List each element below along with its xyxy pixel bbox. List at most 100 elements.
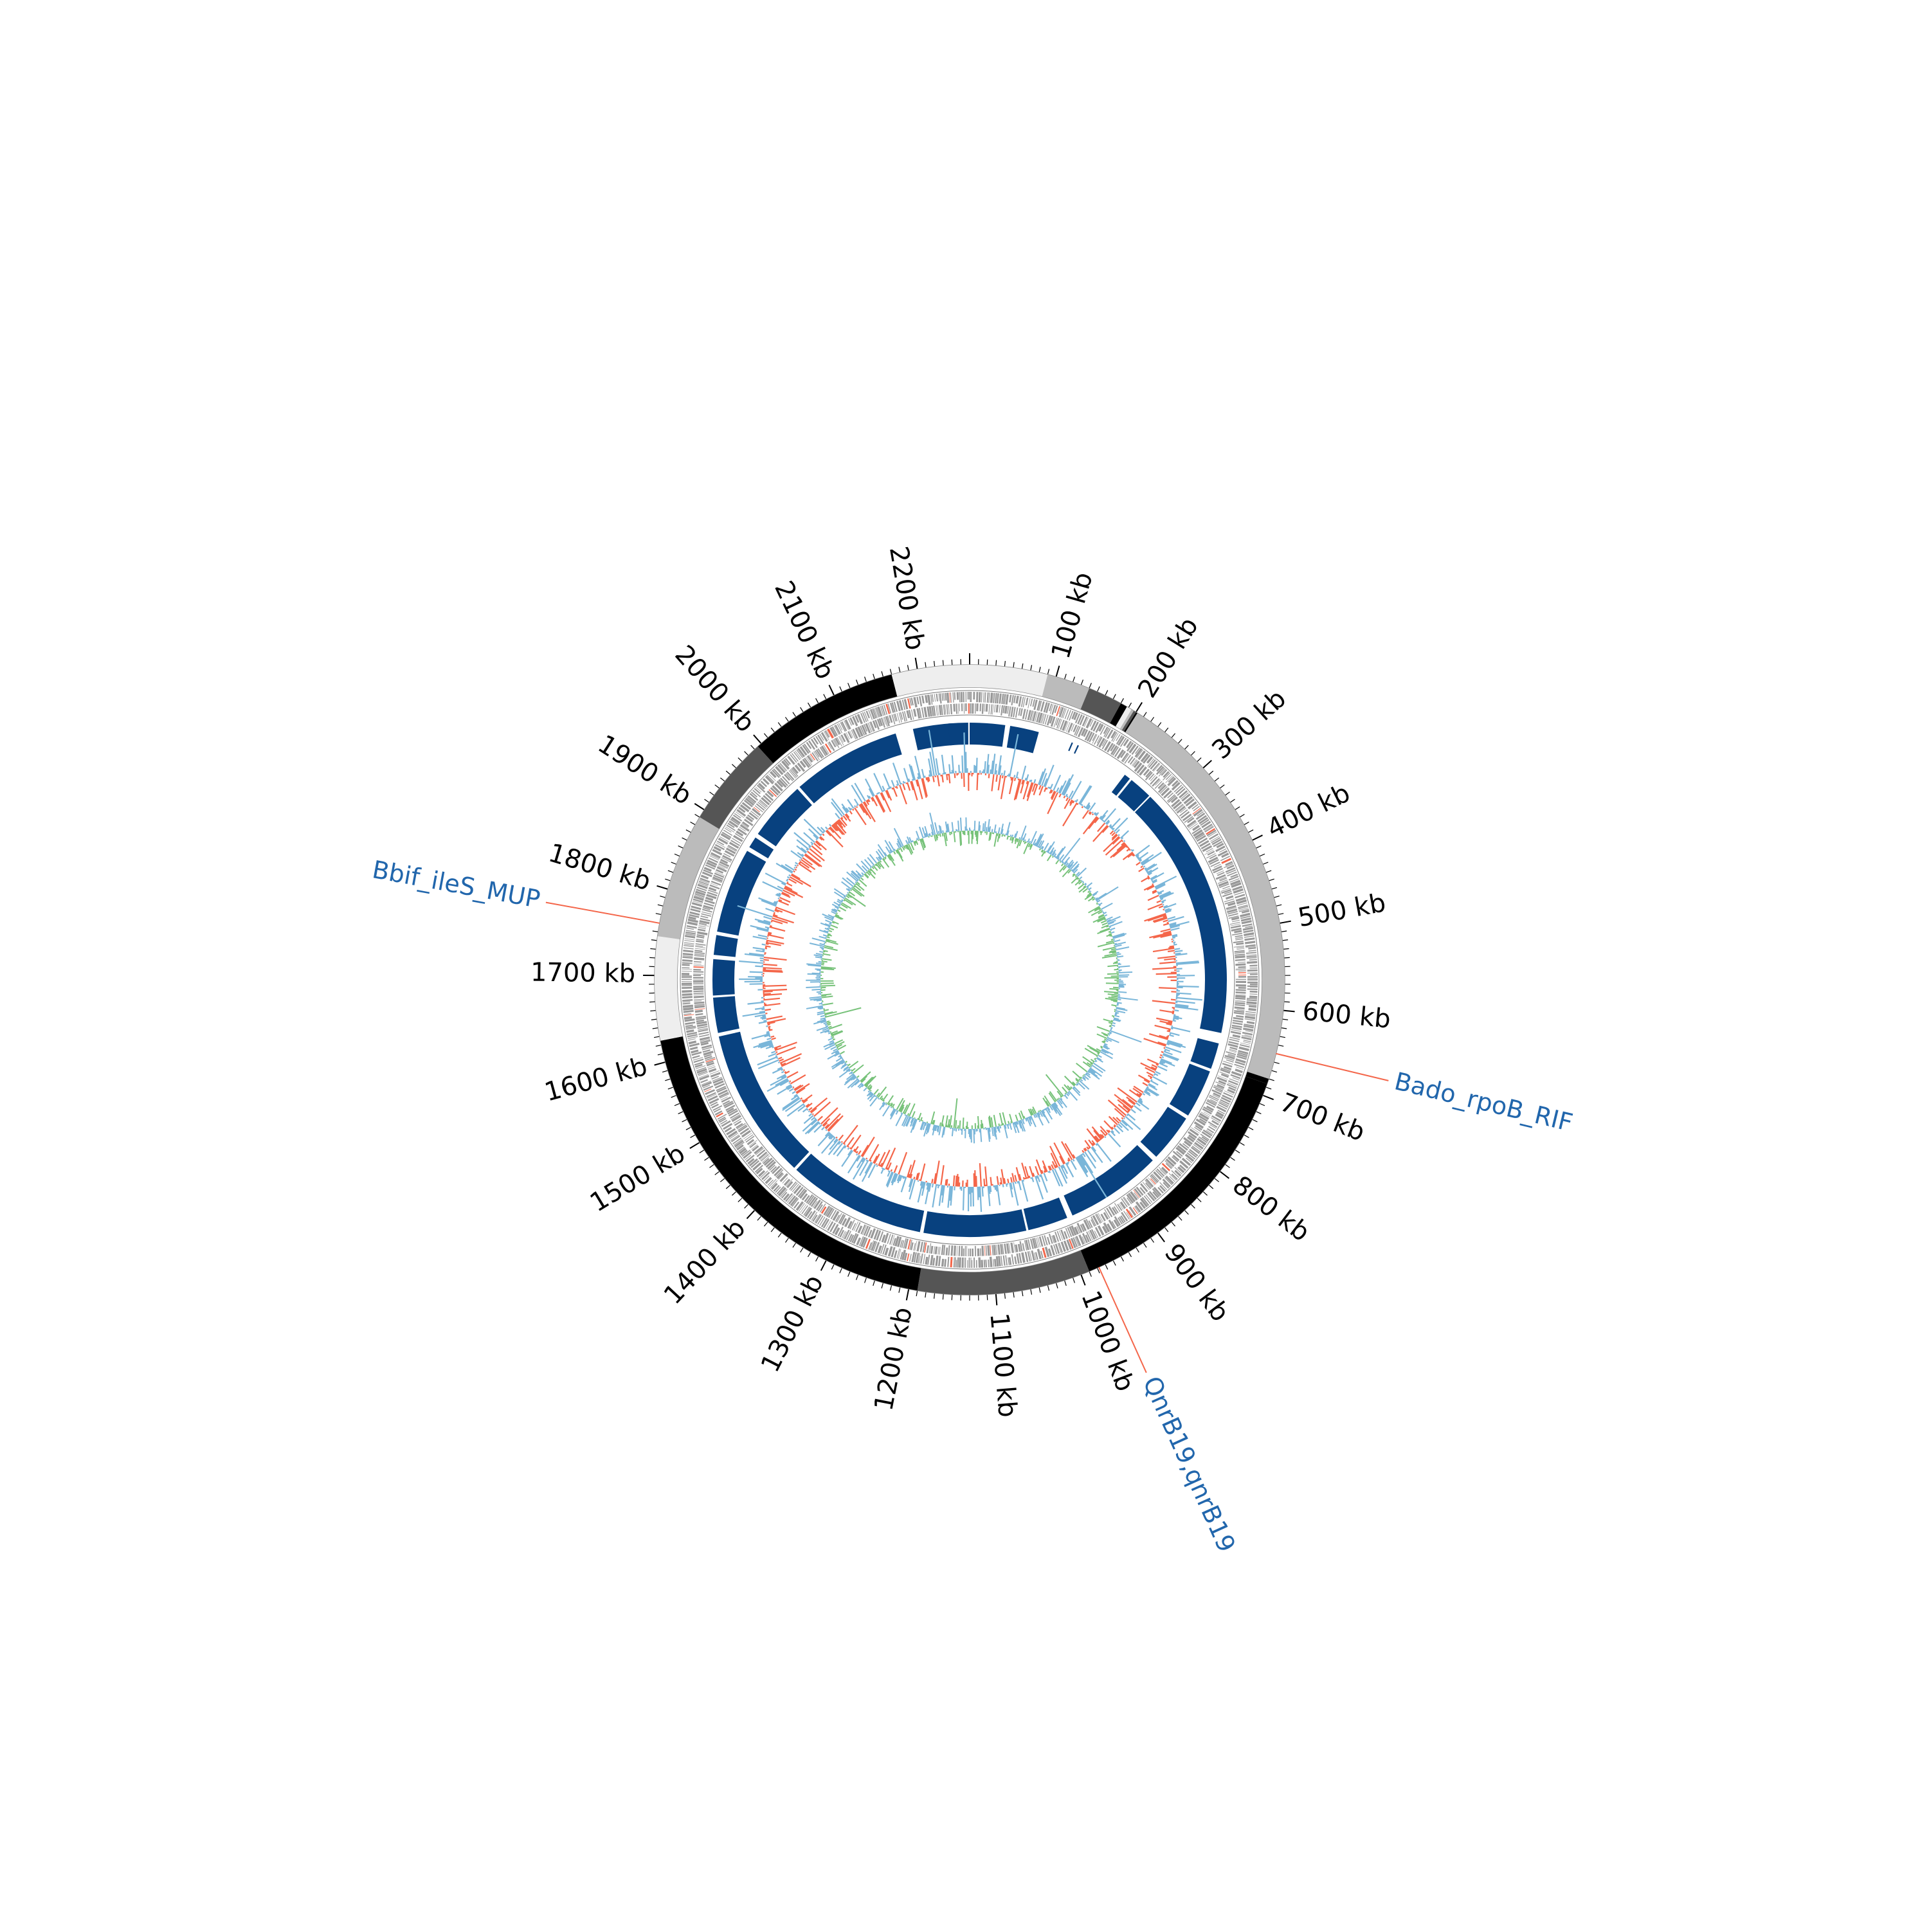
gc-content-bar xyxy=(1150,1081,1158,1085)
gc-skew-bar xyxy=(997,833,998,836)
gc-skew-bar xyxy=(872,867,874,869)
minor-tick xyxy=(651,940,657,941)
gc-content-bar xyxy=(996,770,997,774)
gc-content-bar xyxy=(988,764,989,773)
cds-feature xyxy=(682,1002,690,1004)
gc-content-bar xyxy=(1166,1036,1168,1037)
cds-feature xyxy=(930,1246,934,1254)
minor-tick xyxy=(649,957,655,958)
cds-feature xyxy=(990,692,993,703)
gc-content-bar xyxy=(996,775,997,782)
gc-content-bar xyxy=(808,1123,819,1133)
gc-skew-bar xyxy=(1085,1074,1086,1075)
gc-content-bar xyxy=(1062,1141,1072,1159)
gc-skew-bar xyxy=(1096,893,1107,900)
gc-content-bar xyxy=(976,1176,977,1187)
gc-content-bar xyxy=(809,1108,812,1110)
gc-content-bar xyxy=(821,834,822,835)
gc-content-bar xyxy=(759,898,777,905)
gc-skew-bar xyxy=(927,1122,928,1123)
gc-content-bar xyxy=(829,824,831,826)
gc-content-bar xyxy=(777,1086,792,1094)
gc-skew-bar xyxy=(1104,1039,1106,1040)
gc-content-bar xyxy=(808,1111,810,1112)
gc-skew-bar xyxy=(878,849,884,858)
minor-tick xyxy=(700,1150,705,1153)
gc-skew-bar xyxy=(852,1069,856,1071)
cds-feature xyxy=(988,704,990,714)
cds-feature xyxy=(682,977,692,978)
minor-tick xyxy=(816,698,819,703)
gc-content-bar xyxy=(883,773,890,789)
blast-hit xyxy=(970,723,1005,747)
gc-content-bar xyxy=(768,1028,770,1029)
cds-feature xyxy=(1235,1002,1245,1005)
minor-tick xyxy=(1230,799,1235,802)
gc-skew-bar xyxy=(864,1088,867,1091)
gc-skew-bar xyxy=(833,916,834,917)
gc-skew-bar xyxy=(828,1038,833,1040)
cds-feature xyxy=(698,928,705,932)
cds-feature xyxy=(981,1245,984,1256)
minor-tick xyxy=(1039,667,1040,673)
major-tick xyxy=(821,1260,826,1270)
cds-feature xyxy=(1235,991,1245,994)
gc-content-bar xyxy=(922,769,924,778)
cds-feature xyxy=(972,1249,974,1256)
cds-feature xyxy=(684,947,694,949)
blast-hit xyxy=(1007,726,1039,753)
minor-tick xyxy=(1164,728,1168,732)
minor-tick xyxy=(695,815,700,818)
cds-feature xyxy=(1236,989,1246,991)
minor-tick xyxy=(848,1271,850,1276)
gc-content-bar xyxy=(1172,1013,1174,1014)
minor-tick xyxy=(658,905,664,906)
cds-feature xyxy=(1022,1243,1025,1251)
gc-content-bar xyxy=(748,1002,764,1004)
cds-feature xyxy=(1174,1170,1181,1177)
cds-feature xyxy=(959,1246,961,1256)
gc-skew-bar xyxy=(994,1115,996,1126)
cds-feature xyxy=(682,975,692,977)
gc-content-bar xyxy=(1015,1175,1016,1182)
cds-feature xyxy=(986,1245,987,1256)
gc-content-bar xyxy=(856,1154,857,1155)
cds-feature xyxy=(1236,968,1246,970)
gc-content-bar xyxy=(759,1011,765,1012)
gc-content-bar xyxy=(1096,1144,1097,1145)
gc-content-bar xyxy=(1139,868,1144,871)
minor-tick xyxy=(808,1252,811,1257)
minor-tick xyxy=(1274,1062,1280,1063)
minor-tick xyxy=(1252,1119,1257,1122)
gc-skew-bar xyxy=(1010,836,1011,840)
minor-tick xyxy=(691,822,696,825)
cds-feature xyxy=(765,1177,772,1184)
cds-feature xyxy=(682,993,693,996)
gc-skew-bar xyxy=(1065,1076,1074,1086)
cds-feature xyxy=(686,1029,694,1033)
gc-skew-bar xyxy=(963,1117,964,1128)
gc-content-bar xyxy=(1023,1180,1024,1182)
cds-feature xyxy=(682,982,692,985)
cds-feature xyxy=(981,1260,983,1268)
gc-content-bar xyxy=(1163,920,1168,921)
minor-tick xyxy=(1004,661,1005,667)
gc-content-bar xyxy=(818,1116,822,1121)
cds-feature xyxy=(909,1254,912,1261)
cds-feature xyxy=(693,966,703,968)
minor-tick xyxy=(1039,1287,1040,1293)
gc-content-bar xyxy=(809,829,819,838)
tick-label: 1200 kb xyxy=(869,1305,918,1413)
cds-feature xyxy=(693,991,703,993)
minor-tick xyxy=(996,660,997,666)
gc-content-bar xyxy=(750,972,763,973)
cds-feature xyxy=(981,692,983,702)
gc-content-bar xyxy=(902,1176,903,1178)
minor-tick xyxy=(1284,957,1290,958)
cds-feature xyxy=(916,1241,920,1251)
gc-skew-bar xyxy=(1094,1059,1096,1060)
minor-tick xyxy=(1260,1103,1265,1106)
cds-feature xyxy=(997,1244,1001,1254)
gc-content-bar xyxy=(797,846,806,853)
gc-skew-bar xyxy=(940,834,941,837)
